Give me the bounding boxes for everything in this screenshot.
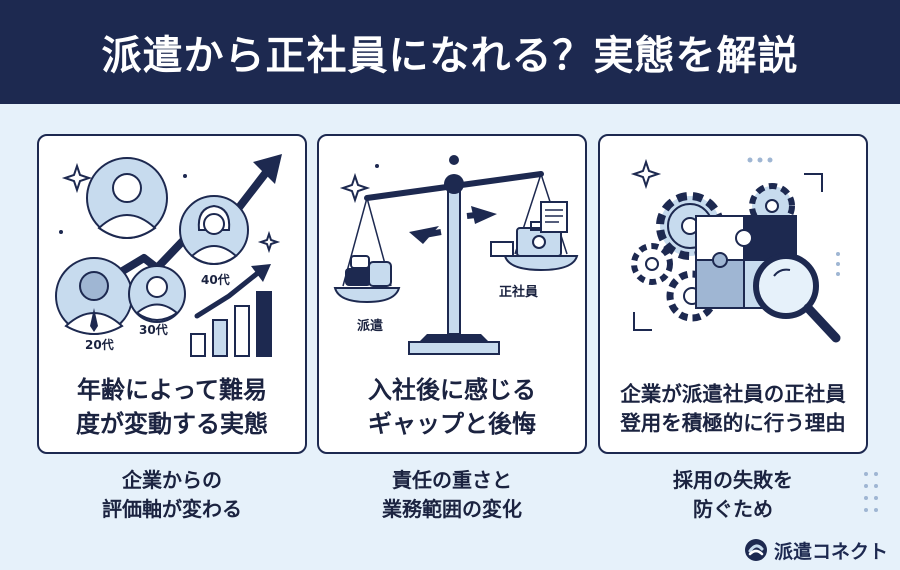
caption-line: 採用の失敗を: [673, 468, 793, 492]
logo-mark-icon: [744, 539, 767, 561]
card-title: 入社後に感じる ギャップと後悔: [319, 374, 585, 441]
card-title: 企業が派遣社員の正社員 登用を積極的に行う理由: [600, 380, 866, 437]
card-title-line: 度が変動する実態: [76, 409, 268, 438]
age-growth-illustration: 20代 30代 40代: [55, 154, 282, 357]
dot-decoration: [375, 164, 379, 168]
caption-line: 責任の重さと: [392, 468, 512, 492]
age-label-20s: 20代: [85, 337, 114, 352]
caption-line: 業務範囲の変化: [382, 497, 522, 521]
scale-post: [447, 183, 461, 335]
sparkle-icon: [61, 162, 93, 194]
sparkle-icon: [257, 230, 281, 254]
card-title-line: ギャップと後悔: [368, 409, 536, 438]
header-banner: 派遣から正社員になれる？実態を解説: [0, 0, 900, 104]
card-title-line: 登用を積極的に行う理由: [620, 410, 846, 435]
dot-decoration: [183, 174, 187, 178]
bracket-corner: [633, 312, 652, 331]
dot-decoration: [59, 230, 63, 234]
brand-logo: 派遣コネクト: [744, 536, 888, 564]
scale-pivot: [444, 174, 464, 194]
person-avatar-30s: [128, 265, 186, 323]
sparkle-icon: [339, 172, 371, 204]
card-title-line: 入社後に感じる: [368, 376, 536, 404]
caption-age: 企業からの 評価軸が変わる: [37, 466, 307, 524]
person-avatar-top: [86, 157, 168, 240]
person-avatar-40s: [179, 195, 249, 266]
card-age-difficulty: 20代 30代 40代 年齢によって難易 度が変動する実態: [37, 134, 307, 454]
label-haken: 派遣: [357, 318, 383, 334]
age-label-30s: 30代: [139, 322, 168, 337]
document-icon: [540, 201, 568, 233]
card-title: 年齢によって難易 度が変動する実態: [39, 374, 305, 441]
arrow-head-icon: [253, 154, 282, 184]
small-arrow-head-icon: [251, 264, 271, 282]
bar-chart-bar: [190, 333, 206, 357]
small-rising-arrow: [194, 269, 262, 319]
caption-gap: 責任の重さと 業務範囲の変化: [317, 466, 587, 524]
card-title-line: 企業が派遣社員の正社員: [620, 382, 846, 406]
dots-decoration: [864, 472, 878, 512]
scale-base: [408, 341, 500, 355]
card-title-line: 年齢によって難易: [76, 376, 268, 404]
bar-chart-bar: [256, 291, 272, 357]
page-title: 派遣から正社員になれる？実態を解説: [101, 33, 799, 79]
gear-icon: [631, 243, 673, 285]
caption-line: 防ぐため: [693, 497, 773, 521]
magnifier-icon: [753, 253, 841, 343]
caption-line: 企業からの: [122, 468, 222, 492]
card-gap-regret: 派遣 正社員 入社後に感じる ギャップと後悔: [317, 134, 587, 454]
balance-scale-illustration: 派遣 正社員: [333, 155, 579, 355]
person-avatar-20s: [55, 257, 133, 336]
bar-chart-bar: [212, 319, 228, 357]
age-label-40s: 40代: [201, 272, 230, 287]
gears-puzzle-illustration: [630, 157, 841, 343]
scale-pan-left: [333, 287, 401, 304]
caption-reasons: 採用の失敗を 防ぐため: [598, 466, 868, 524]
caption-line: 評価軸が変わる: [102, 497, 242, 521]
card-company-reasons: 企業が派遣社員の正社員 登用を積極的に行う理由: [598, 134, 868, 454]
sparkle-icon: [630, 158, 662, 190]
bracket-corner: [804, 173, 823, 192]
bar-chart-bar: [234, 305, 250, 357]
logo-text: 派遣コネクト: [773, 540, 888, 563]
label-seishain: 正社員: [499, 284, 538, 300]
scale-pan-right: [503, 255, 579, 272]
medal-icon: [532, 235, 546, 249]
